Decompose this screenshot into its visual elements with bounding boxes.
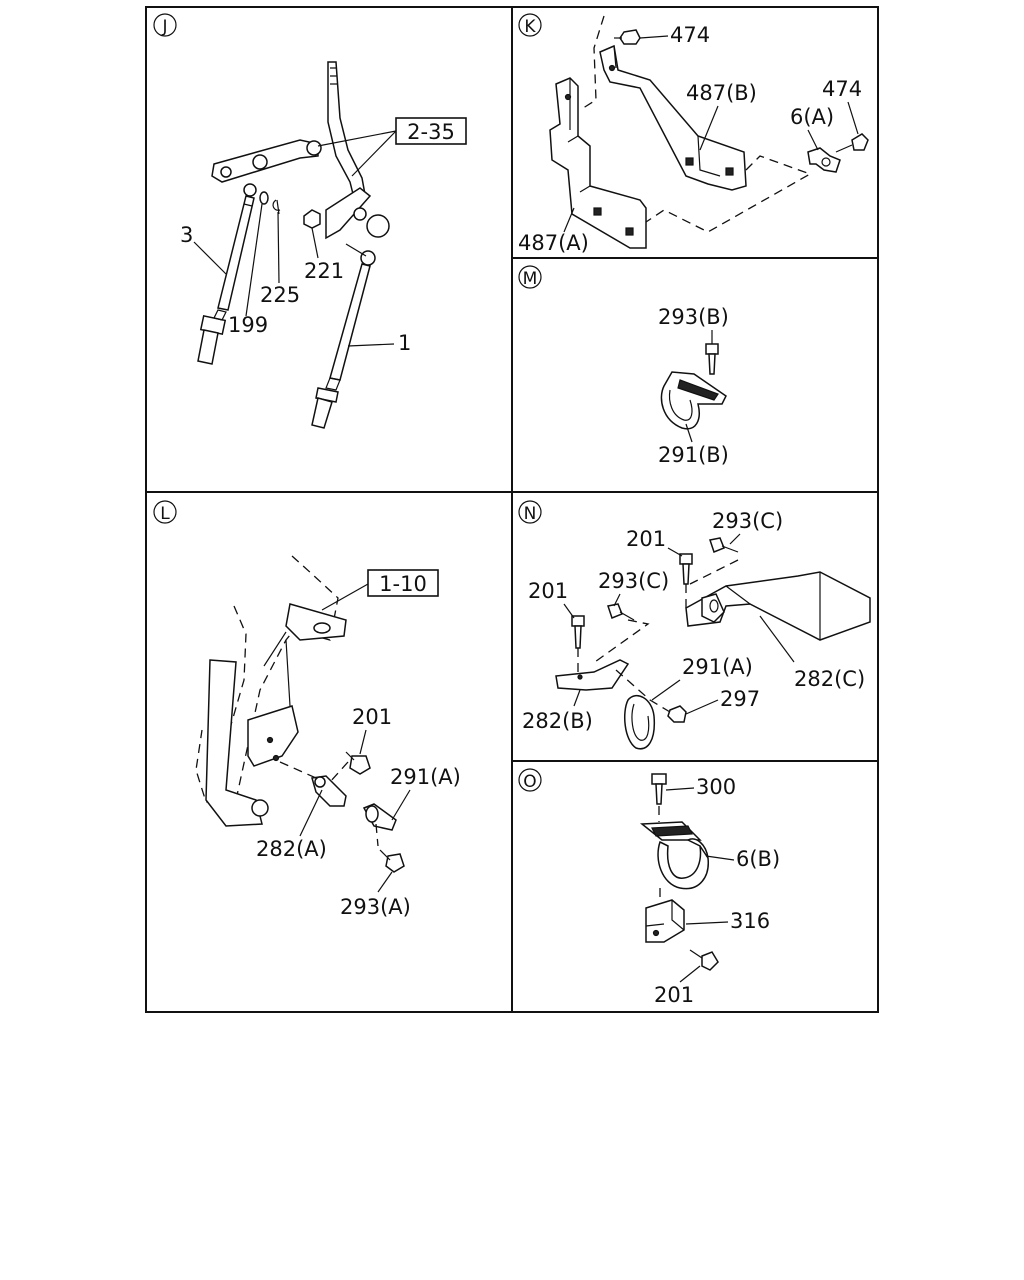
part-number-label: 201 — [654, 983, 694, 1007]
panel-letter-l: L — [153, 500, 177, 524]
bracket-487-assembly — [549, 29, 869, 249]
part-number-label: 474 — [822, 77, 862, 101]
part-number-label: 291(A) — [682, 655, 753, 679]
part-number-label: 291(A) — [390, 765, 461, 789]
callouts-l: 201 291(A) 282(A) 293(A) — [256, 705, 461, 919]
part-number-label: 293(C) — [712, 509, 783, 533]
panel-l: L 1-10 — [153, 500, 461, 919]
panel-letter-label: L — [160, 504, 170, 524]
dashed-leaders-k — [579, 15, 812, 233]
part-number-label: 474 — [670, 23, 710, 47]
clamp-291b — [660, 343, 727, 430]
part-number-label: 201 — [352, 705, 392, 729]
panel-letter-k: K — [518, 13, 542, 37]
ref-box-2-35: 2-35 — [317, 117, 467, 177]
clamp-6b-assembly — [639, 773, 719, 971]
diagram-frame — [145, 6, 879, 1013]
part-number-label: 1 — [398, 331, 411, 355]
part-number-label: 3 — [180, 223, 193, 247]
part-number-label: 201 — [626, 527, 666, 551]
clamp-assembly-l — [279, 751, 405, 873]
bracket-282-assembly — [555, 537, 871, 750]
callouts-m: 293(B) 291(B) — [658, 305, 729, 467]
callouts-j: 3 225 221 199 1 — [180, 203, 411, 355]
dashed-leaders-n — [577, 559, 739, 713]
part-number-label: 316 — [730, 909, 770, 933]
part-number-label: 6(B) — [736, 847, 780, 871]
part-number-label: 487(A) — [518, 231, 589, 255]
part-number-label: 282(A) — [256, 837, 327, 861]
part-number-label: 300 — [696, 775, 736, 799]
part-number-label: 293(C) — [598, 569, 669, 593]
panel-letter-j: J — [153, 13, 177, 37]
panel-letter-label: O — [523, 772, 536, 792]
part-number-label: 201 — [528, 579, 568, 603]
panel-letter-label: M — [523, 269, 538, 289]
callouts-n: 201 293(C) 201 293(C) 291(A) 297 282(C) … — [522, 509, 865, 733]
part-number-label: 199 — [228, 313, 268, 337]
callouts-o: 300 6(B) 316 201 — [654, 775, 780, 1007]
part-number-label: 282(C) — [794, 667, 865, 691]
panel-letter-o: O — [518, 768, 542, 792]
ref-box-1-10: 1-10 — [321, 569, 439, 611]
panel-letter-n: N — [518, 500, 542, 524]
part-number-label: 487(B) — [686, 81, 757, 105]
panel-letter-label: K — [524, 17, 536, 37]
panel-letter-m: M — [518, 265, 542, 289]
part-number-label: 6(A) — [790, 105, 834, 129]
part-number-label: 291(B) — [658, 443, 729, 467]
part-number-label: 221 — [304, 259, 344, 283]
panel-o: O 300 6(B) 316 201 — [518, 768, 780, 1007]
shift-lever-assembly — [197, 61, 390, 429]
panel-n: N 2 — [518, 500, 871, 750]
panel-k: K 474 — [518, 13, 869, 255]
part-number-label: 293(A) — [340, 895, 411, 919]
part-number-label: 293(B) — [658, 305, 729, 329]
frame-member-assembly — [195, 555, 347, 827]
part-number-label: 297 — [720, 687, 760, 711]
panel-m: M 293(B) 291(B) — [518, 265, 729, 467]
part-number-label: 225 — [260, 283, 300, 307]
callouts-k: 474 474 487(B) 6(A) 487(A) — [518, 23, 862, 255]
part-number-label: 282(B) — [522, 709, 593, 733]
reference-label: 1-10 — [379, 572, 427, 596]
panel-letter-label: J — [161, 17, 167, 37]
reference-label: 2-35 — [407, 120, 455, 144]
panel-letter-label: N — [524, 504, 537, 524]
panel-j: J — [153, 13, 467, 429]
